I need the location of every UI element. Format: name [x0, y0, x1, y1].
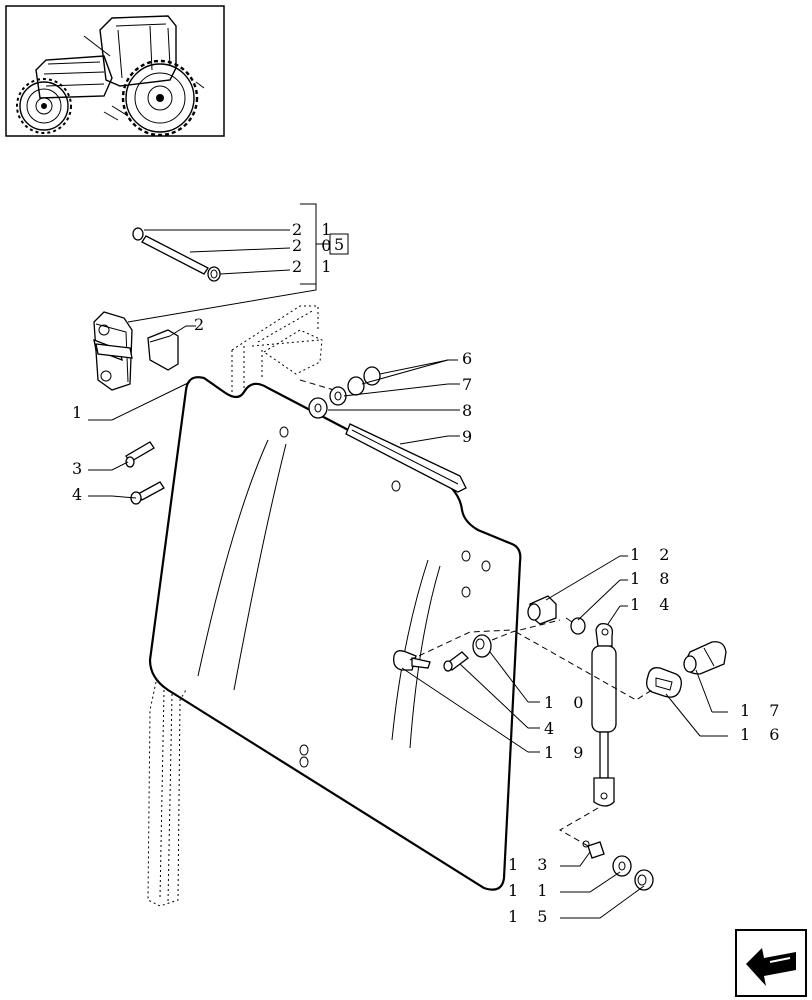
- callout-18: 1 8: [630, 569, 676, 588]
- tractor-thumbnail-icon[interactable]: [5, 5, 225, 137]
- callout-1: 1: [72, 403, 89, 422]
- callout-4-upper: 4: [72, 485, 89, 504]
- washer-11: [612, 855, 632, 877]
- hinge-bracket: [93, 311, 133, 391]
- hinge-pin-assembly: [132, 227, 221, 282]
- bolt-3: [125, 441, 155, 468]
- cab-frame-outline: [147, 305, 323, 907]
- callout-3: 3: [72, 459, 89, 478]
- callout-17: 1 7: [740, 701, 786, 720]
- lock-frame-16: [646, 667, 682, 698]
- screw-18: [565, 617, 586, 635]
- reference-box-number: 5: [334, 235, 344, 254]
- callout-6: 6: [462, 349, 479, 368]
- assembly-path-lines: [409, 619, 653, 847]
- rear-window-glass: [148, 376, 522, 891]
- callout-11: 1 1: [508, 881, 554, 900]
- bolt-4: [130, 481, 165, 505]
- seal-strip: [345, 423, 467, 493]
- leader-lines: [88, 203, 728, 919]
- callout-2: 2: [194, 315, 211, 334]
- callout-8: 8: [462, 401, 479, 420]
- callout-19: 1 9: [544, 743, 590, 762]
- callout-9: 9: [462, 427, 479, 446]
- callout-4-lower: 4: [544, 719, 561, 738]
- callout-12: 1 2: [630, 545, 676, 564]
- hinge-cover-part-2: [147, 329, 179, 371]
- callout-labels: 2 1 2 0 2 1 5 2 1 3 4 6 7 8 9 1 2 1 8 1 …: [72, 220, 786, 926]
- callout-14: 1 4: [630, 595, 676, 614]
- callout-15: 1 5: [508, 907, 554, 926]
- callout-21-bottom: 2 1: [292, 257, 338, 276]
- callout-20: 2 0: [292, 236, 338, 255]
- cap-15: [634, 869, 654, 891]
- bushing-12: [527, 595, 557, 625]
- lock-cylinder-17: [683, 641, 727, 675]
- callout-7: 7: [462, 375, 479, 394]
- reference-box: [329, 233, 349, 255]
- gas-strut: [591, 622, 617, 807]
- pin-13: [582, 840, 605, 859]
- callout-10: 1 0: [544, 693, 590, 712]
- bushing-10: [472, 634, 492, 658]
- bolt-19: [393, 650, 431, 671]
- next-page-arrow-icon[interactable]: [735, 929, 807, 997]
- screw-4-lower: [443, 651, 469, 672]
- callout-13: 1 3: [508, 855, 554, 874]
- callout-16: 1 6: [740, 725, 786, 744]
- callout-21-top: 2 1: [292, 220, 338, 239]
